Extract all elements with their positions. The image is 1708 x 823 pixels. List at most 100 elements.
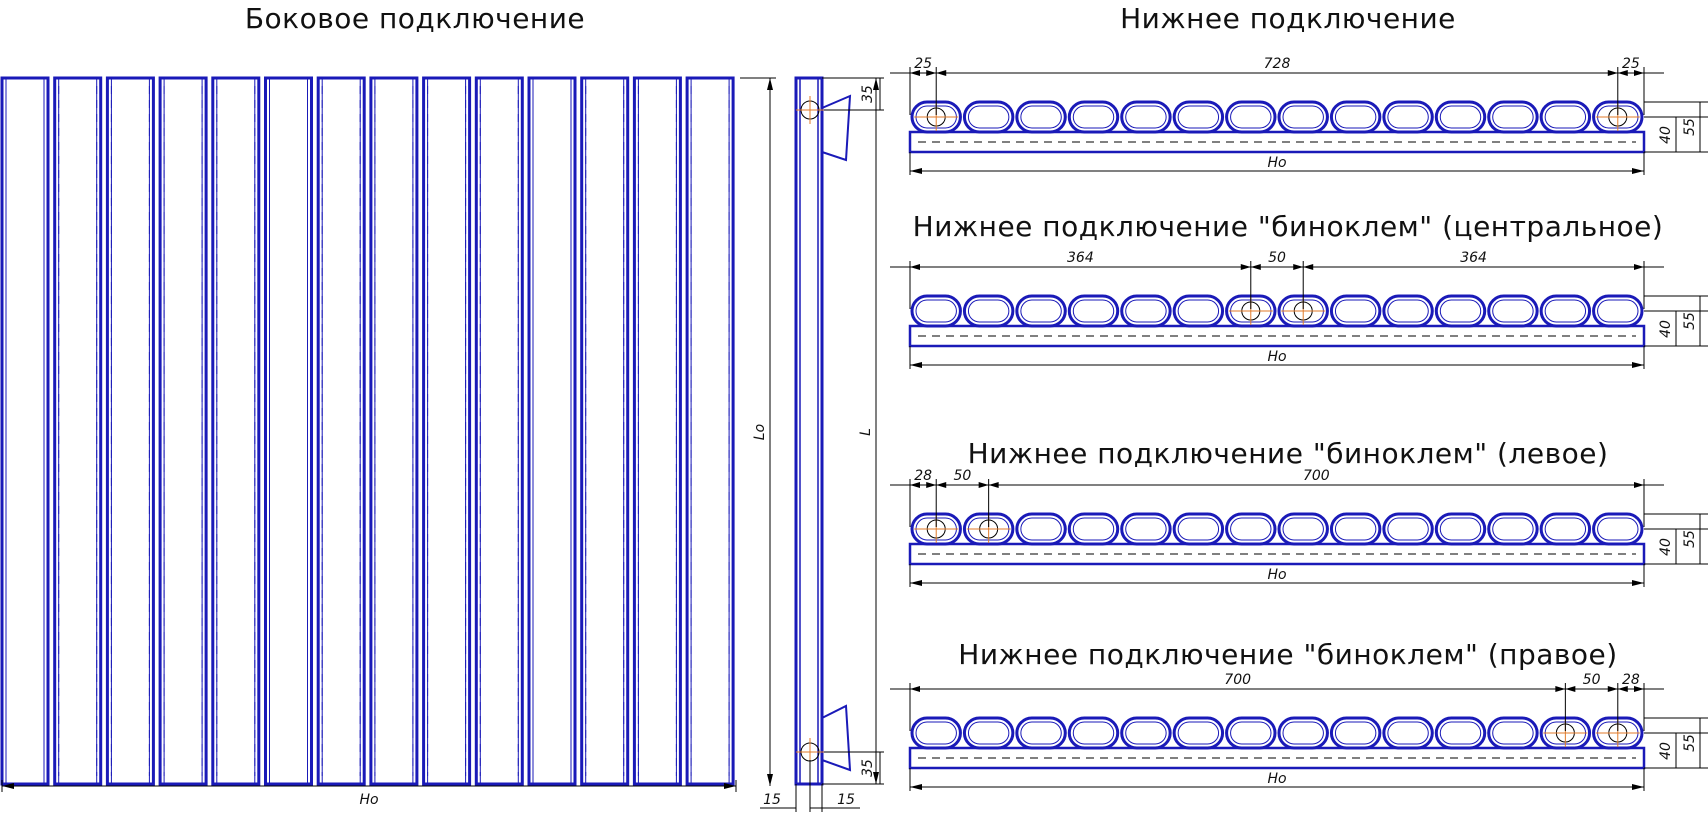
- collector-bar: [908, 130, 1646, 154]
- bottom-tube: [1539, 294, 1592, 328]
- bottom-tube: [962, 294, 1015, 328]
- bottom-tube: [1539, 100, 1592, 134]
- side-tube: [474, 76, 524, 786]
- dim-top-label: 28: [1622, 672, 1640, 688]
- bottom-tube: [1434, 716, 1487, 750]
- bottom-tube: [1172, 294, 1225, 328]
- dim-55-label: 55: [1682, 734, 1698, 752]
- side-tube: [105, 76, 155, 786]
- dim-top-label: 728: [1264, 56, 1291, 72]
- dim-width-label: Ho: [1267, 771, 1286, 787]
- side-front-view: [0, 76, 735, 786]
- dim-40-label: 40: [1658, 320, 1674, 338]
- bottom-tube: [1120, 294, 1172, 328]
- bottom-tube: [1067, 716, 1120, 750]
- bottom-tube: [1487, 100, 1539, 134]
- side-tube: [422, 76, 472, 786]
- bottom-tube: [1225, 716, 1277, 750]
- dim-55-label: 55: [1682, 118, 1698, 136]
- bottom-tube: [910, 716, 962, 750]
- dim-top-label: 25: [1622, 56, 1640, 72]
- bottom-tube: [1329, 100, 1382, 134]
- bottom-tube: [1434, 294, 1487, 328]
- bottom-tube: [1067, 100, 1120, 134]
- dim-top-label: 50: [1583, 672, 1601, 688]
- side-tube: [632, 76, 682, 786]
- dim-width-label: Ho: [1267, 567, 1286, 583]
- dim-width-label: Ho: [1267, 349, 1286, 365]
- bottom-tube: [1172, 100, 1225, 134]
- side-tube: [685, 76, 735, 786]
- bottom-tube: [1382, 716, 1434, 750]
- dim-offset-right-label: 15: [837, 792, 855, 808]
- side-tube: [211, 76, 261, 786]
- bottom-tube: [1382, 100, 1434, 134]
- bottom-tube: [1067, 294, 1120, 328]
- bottom-tube: [1015, 100, 1067, 134]
- dim-side-width-label: Ho: [359, 792, 378, 808]
- bottom-tube: [1172, 716, 1225, 750]
- bottom-tube: [1067, 512, 1120, 546]
- side-front-dimensions: Ho Lo: [1, 77, 776, 808]
- side-tube: [264, 76, 313, 786]
- dim-top-label: 364: [1067, 250, 1094, 266]
- bottom-tube: [1120, 716, 1172, 750]
- left-binocular-title: Нижнее подключение "биноклем" (левое): [968, 437, 1609, 470]
- dim-l-label: L: [858, 428, 874, 436]
- bottom-tube: [1434, 100, 1487, 134]
- bottom-tube: [1382, 512, 1434, 546]
- dim-55-label: 55: [1682, 530, 1698, 548]
- side-tube: [580, 76, 630, 786]
- dim-top-label: 50: [954, 468, 972, 484]
- bottom-tube: [1487, 294, 1539, 328]
- dim-top-label: 700: [1224, 672, 1251, 688]
- dim-40-label: 40: [1658, 538, 1674, 556]
- dim-bottom-35-label: 35: [860, 759, 876, 777]
- bottom-tube: [1225, 100, 1277, 134]
- central-binocular-title: Нижнее подключение "биноклем" (центральн…: [913, 210, 1664, 243]
- side-tube: [53, 76, 103, 786]
- bottom-tube: [910, 294, 962, 328]
- bottom-tube: [1015, 294, 1067, 328]
- bottom-tube: [1382, 294, 1434, 328]
- bottom-tube: [1592, 294, 1644, 328]
- side-tube: [527, 76, 577, 786]
- side-tube: [158, 76, 208, 786]
- bottom-tube: [1277, 100, 1329, 134]
- bottom-tube: [1172, 512, 1225, 546]
- side-connection-title: Боковое подключение: [245, 2, 585, 35]
- bottom-tube: [1277, 512, 1329, 546]
- bottom-tube: [1329, 716, 1382, 750]
- bottom-tube: [1434, 512, 1487, 546]
- bottom-tube: [1487, 512, 1539, 546]
- bottom-tube: [1329, 512, 1382, 546]
- bottom-tube: [1225, 512, 1277, 546]
- bottom-tube: [1015, 716, 1067, 750]
- dim-offset-left-label: 15: [763, 792, 781, 808]
- bottom-tube: [1015, 512, 1067, 546]
- dim-40-label: 40: [1658, 126, 1674, 144]
- dim-top-35-label: 35: [860, 85, 876, 103]
- dim-55-label: 55: [1682, 312, 1698, 330]
- bottom-tube: [1277, 716, 1329, 750]
- dim-top-label: 25: [914, 56, 932, 72]
- right-binocular-title: Нижнее подключение "биноклем" (правое): [958, 638, 1617, 671]
- bottom-tube: [1120, 100, 1172, 134]
- bottom-tube: [1329, 294, 1382, 328]
- side-profile-view: L 35 35 15 15: [760, 76, 884, 812]
- bottom-tube: [962, 100, 1015, 134]
- collector-bar: [908, 542, 1646, 566]
- dim-top-label: 364: [1460, 250, 1487, 266]
- bottom-tube: [1539, 512, 1592, 546]
- bottom-connection-title: Нижнее подключение: [1120, 2, 1456, 35]
- side-tube: [369, 76, 419, 786]
- dim-width-label: Ho: [1267, 155, 1286, 171]
- dim-lo-label: Lo: [752, 424, 768, 440]
- bottom-tube: [1487, 716, 1539, 750]
- dim-top-label: 700: [1303, 468, 1330, 484]
